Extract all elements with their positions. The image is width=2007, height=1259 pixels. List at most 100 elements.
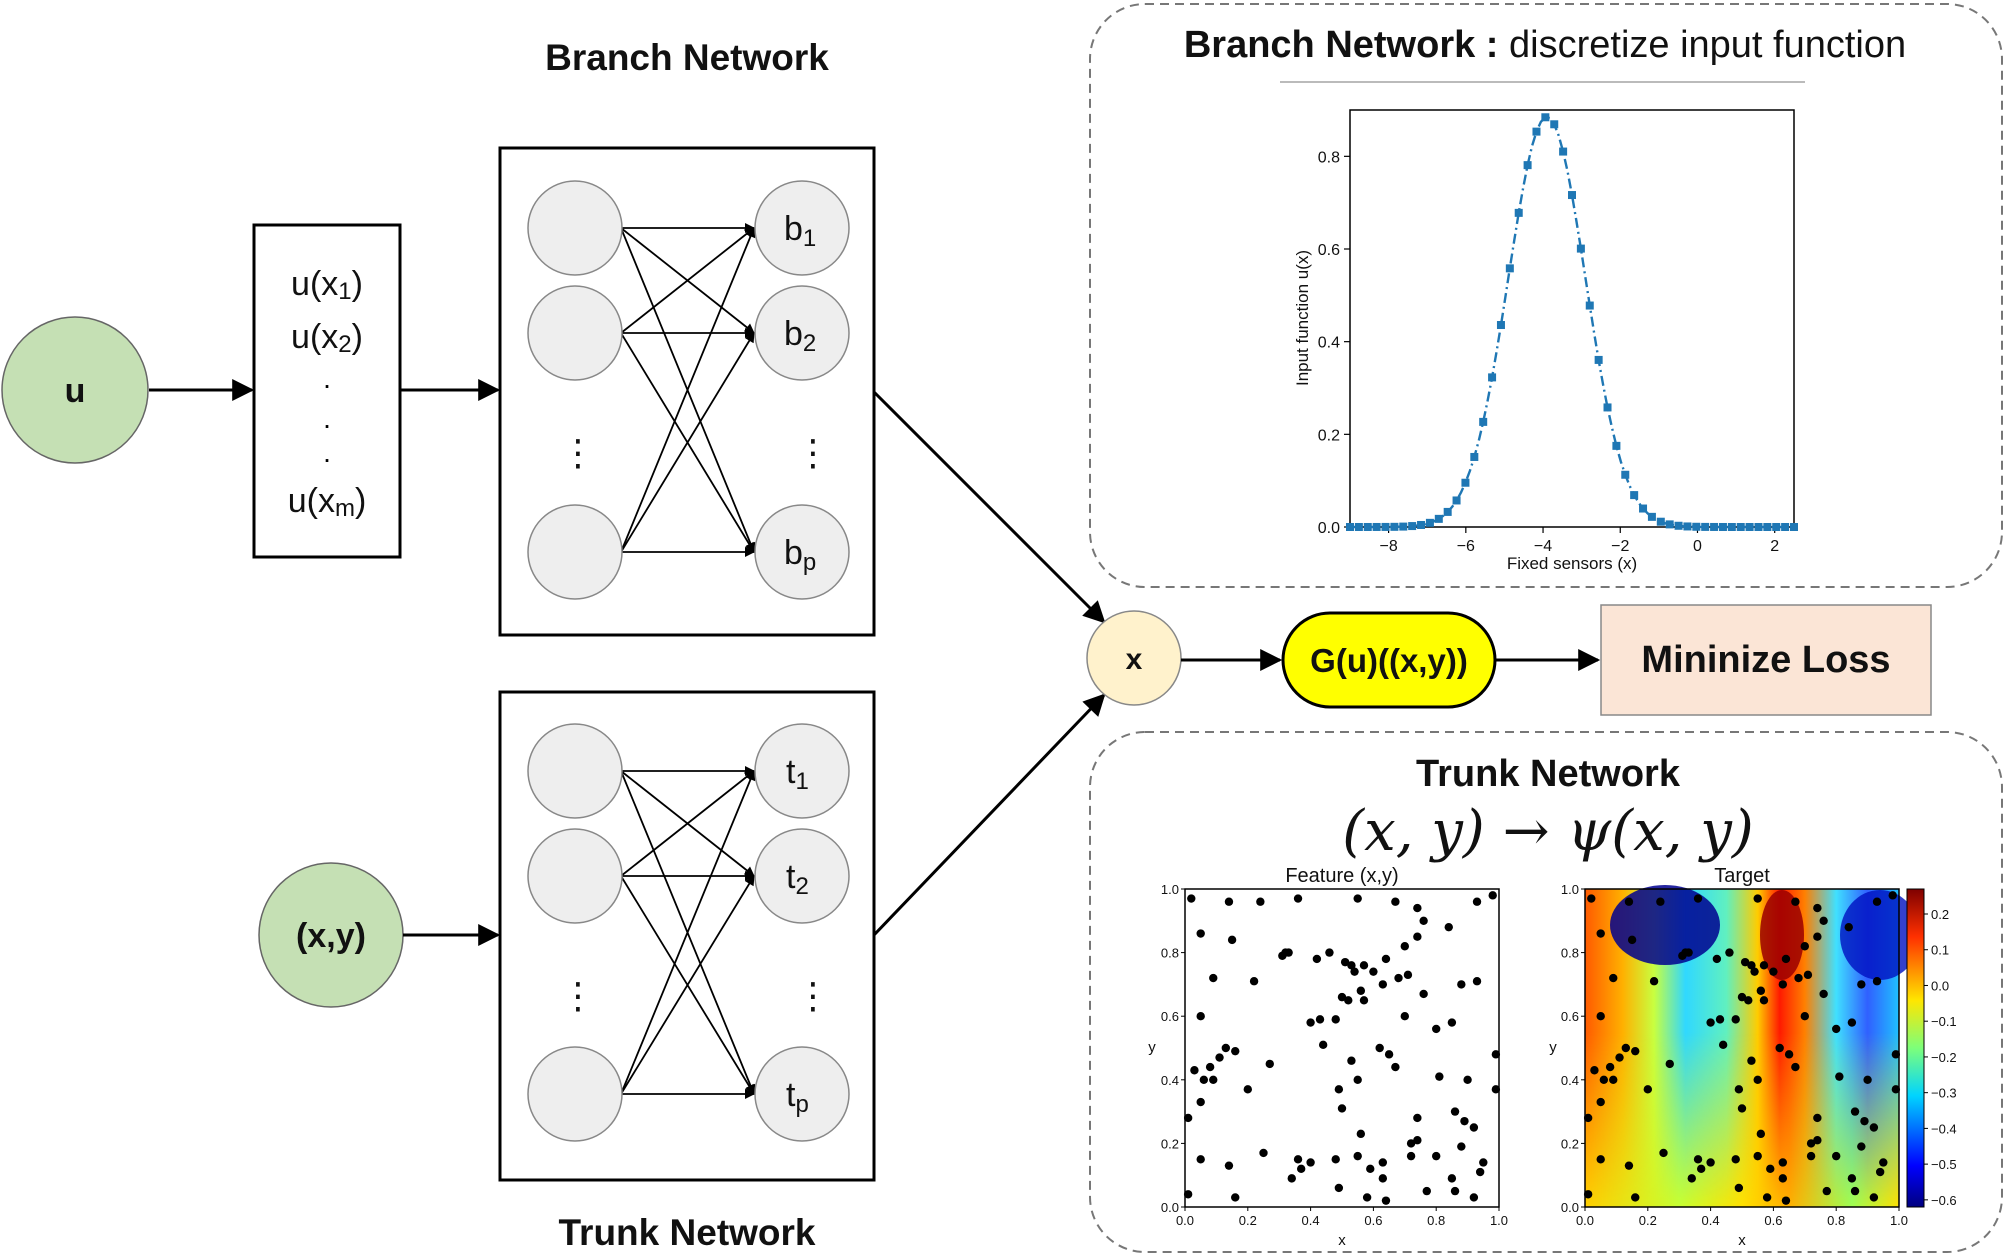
svg-text:t1: t1 [786,753,809,795]
input-function-ytick-label: 0.4 [1318,335,1340,352]
feature-plot-point [1231,1193,1240,1202]
feature-plot-point [1359,961,1369,970]
input-function-point [1736,522,1745,531]
input-function-point [1639,504,1648,513]
input-function-point [1496,321,1505,330]
target-plot-point [1624,1161,1634,1170]
input-function-xtick-label: −8 [1379,538,1397,555]
branch-net-box: ⋮ ⋮ b1 b2 bp [498,146,876,637]
input-function-point [1559,147,1568,156]
feature-plot-point [1450,1186,1460,1196]
target-plot-point [1712,954,1722,964]
feature-plot-point [1350,967,1359,976]
feature-plot-point [1293,1155,1303,1164]
feature-plot-point [1356,986,1366,995]
trunk-net-edges [620,766,756,1099]
input-function-series-markers [1346,113,1798,531]
feature-plot-point [1196,1155,1205,1164]
target-plot-xtick-label: 0.0 [1576,1213,1594,1228]
target-plot-point [1759,996,1769,1005]
feature-plot-point [1331,1015,1340,1024]
target-plot-point [1631,1193,1640,1202]
input-function-xtick-label: −2 [1611,538,1629,555]
sensor-u-xm: u(x [288,482,335,520]
target-plot-point [1590,1066,1599,1075]
feature-plot-point [1378,1158,1388,1167]
target-plot-point [1696,1164,1706,1174]
sensor-u-x1: u(x [291,265,338,303]
feature-plot-point [1196,1012,1205,1021]
target-plot-point [1784,1050,1794,1059]
input-function-point [1692,522,1701,531]
target-plot-ytick-label: 1.0 [1561,882,1579,897]
input-function-point [1523,161,1532,170]
feature-plot-point [1447,1018,1457,1027]
svg-text:Branch Network : discretize in: Branch Network : discretize input functi… [1184,24,1906,66]
feature-plot-point [1369,967,1378,976]
sensor-list-box: u(x1) u(x2) . . . u(xm) [252,223,402,559]
target-plot-point [1609,973,1618,983]
target-plot-point [1819,989,1828,999]
target-plot-point [1756,986,1766,995]
feature-plot-point [1406,1151,1416,1161]
target-plot-point [1706,1018,1715,1027]
target-plot-point [1775,1043,1784,1053]
target-plot-point [1778,980,1788,989]
input-function-point [1354,522,1363,531]
target-plot-point [1740,957,1750,967]
input-function-point [1594,355,1603,364]
target-plot-point [1627,935,1637,945]
svg-text:bp: bp [784,534,816,576]
feature-plot-point [1457,980,1466,989]
input-function-point [1568,191,1576,200]
target-plot-ylabel: y [1549,1039,1557,1056]
target-plot-point [1860,1116,1869,1126]
branch-output-neuron-b1 [754,180,850,276]
input-function-point [1576,244,1585,253]
target-plot-point [1734,1183,1744,1193]
target-plot-ytick-label: 0.8 [1561,946,1579,961]
feature-plot-point [1413,932,1422,941]
feature-plot-point [1435,1072,1444,1081]
target-plot-point [1583,1190,1593,1199]
target-plot-point [1819,916,1828,925]
input-function-point [1665,520,1674,529]
target-plot-point [1835,1072,1844,1081]
target-plot-point [1781,1196,1791,1205]
feature-plot-point [1432,1024,1441,1034]
feature-plot-point [1265,1059,1274,1069]
target-plot-ytick-label: 0.6 [1561,1009,1579,1024]
target-plot-point [1888,891,1897,900]
input-function-point [1710,522,1719,531]
loss-box-label: Mininize Loss [1641,639,1890,681]
feature-plot-point [1284,948,1293,957]
trunk-input-neuron-2 [527,828,623,924]
target-plot-point [1750,967,1759,976]
feature-plot-point [1384,1050,1394,1059]
target-plot-ytick-label: 0.0 [1561,1200,1579,1215]
feature-plot-point [1375,1043,1384,1053]
input-function-point [1514,208,1523,217]
target-plot-point [1596,1155,1605,1164]
svg-text:b1: b1 [784,210,816,252]
branch-net-edges [620,223,756,557]
input-function-ytick-label: 0.8 [1318,149,1340,166]
target-plot-point [1847,1018,1857,1027]
input-function-point [1381,522,1390,531]
feature-plot-point [1444,922,1453,932]
input-function-xtick-label: 0 [1693,538,1702,555]
input-function-point [1408,522,1417,531]
sensor-u-x2: u(x [291,318,338,356]
input-function-point [1488,373,1497,382]
feature-plot-point [1334,1085,1344,1094]
feature-plot-point [1306,1158,1315,1167]
input-function-point [1701,522,1710,531]
target-plot-point [1756,1129,1766,1139]
target-plot-point [1891,1050,1901,1059]
feature-plot-point [1306,1018,1315,1027]
target-plot-point [1778,1174,1788,1183]
input-function-ytick-label: 0.2 [1318,427,1340,444]
target-plot-point [1769,967,1778,976]
colorbar-tick-label: −0.4 [1931,1121,1957,1136]
